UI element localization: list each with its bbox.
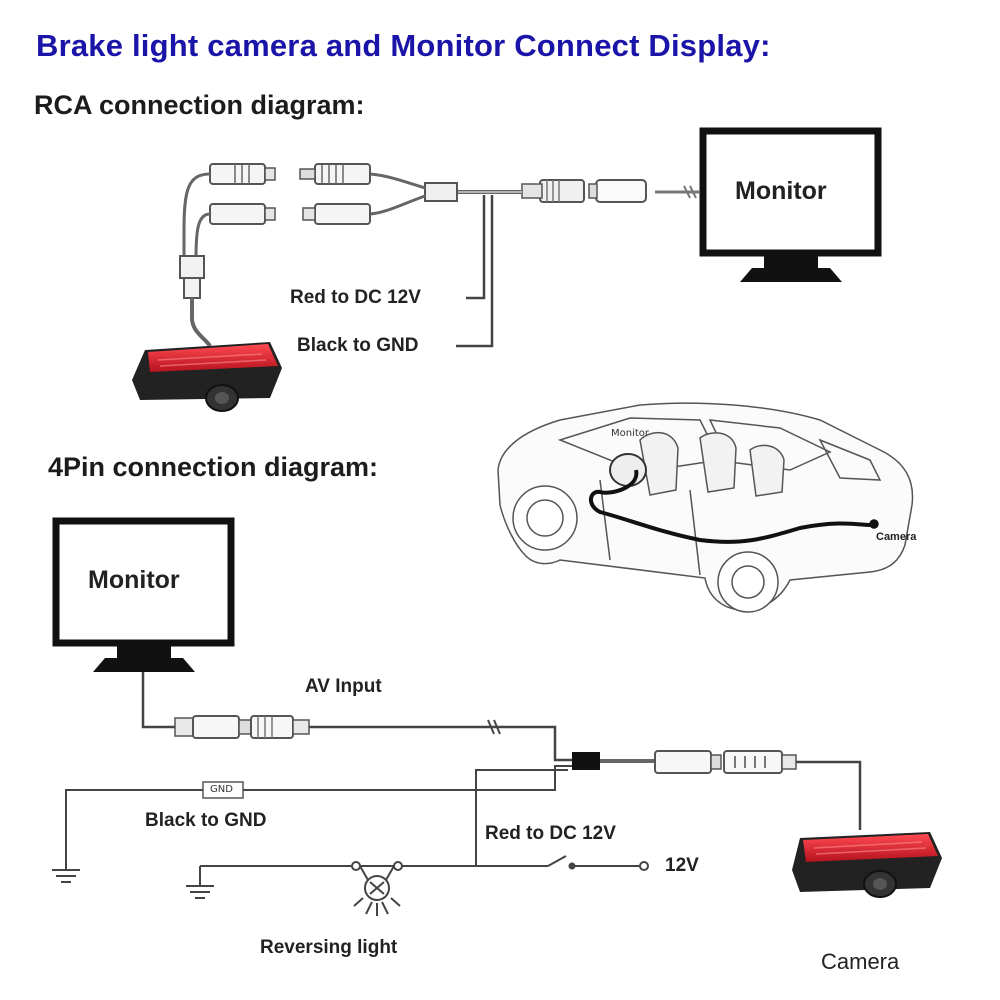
pin4-power-wiring: [52, 765, 649, 916]
pin4-av-cable: [141, 672, 572, 762]
rca-cable: [179, 163, 700, 348]
car-camera-label: Camera: [876, 531, 917, 543]
pin4-connectors: [572, 750, 862, 830]
rca-red-label: Red to DC 12V: [290, 287, 421, 308]
pin4-section: [52, 517, 942, 916]
pin4-gnd-tag: GND: [210, 784, 233, 795]
pin4-av-label: AV Input: [305, 676, 382, 697]
pin4-monitor-label: Monitor: [88, 566, 180, 594]
rca-black-label: Black to GND: [297, 335, 419, 356]
page-title: Brake light camera and Monitor Connect D…: [36, 28, 771, 63]
rca-monitor: [699, 127, 882, 282]
pin4-camera-label: Camera: [821, 949, 900, 974]
reversing-light-label: Reversing light: [260, 937, 398, 958]
rca-section: [132, 127, 882, 412]
pin4-camera: [792, 832, 942, 898]
pin4-12v-label: 12V: [665, 855, 699, 876]
rca-monitor-label: Monitor: [735, 177, 827, 205]
pin4-heading: 4Pin connection diagram:: [48, 452, 379, 482]
pin4-red-label: Red to DC 12V: [485, 823, 616, 844]
pin4-black-label: Black to GND: [145, 810, 267, 831]
car-illustration: [497, 402, 914, 613]
pin4-monitor: [52, 517, 235, 672]
rca-heading: RCA connection diagram:: [34, 90, 365, 120]
car-monitor-label: Monitor: [611, 428, 650, 439]
rca-camera: [132, 342, 282, 412]
